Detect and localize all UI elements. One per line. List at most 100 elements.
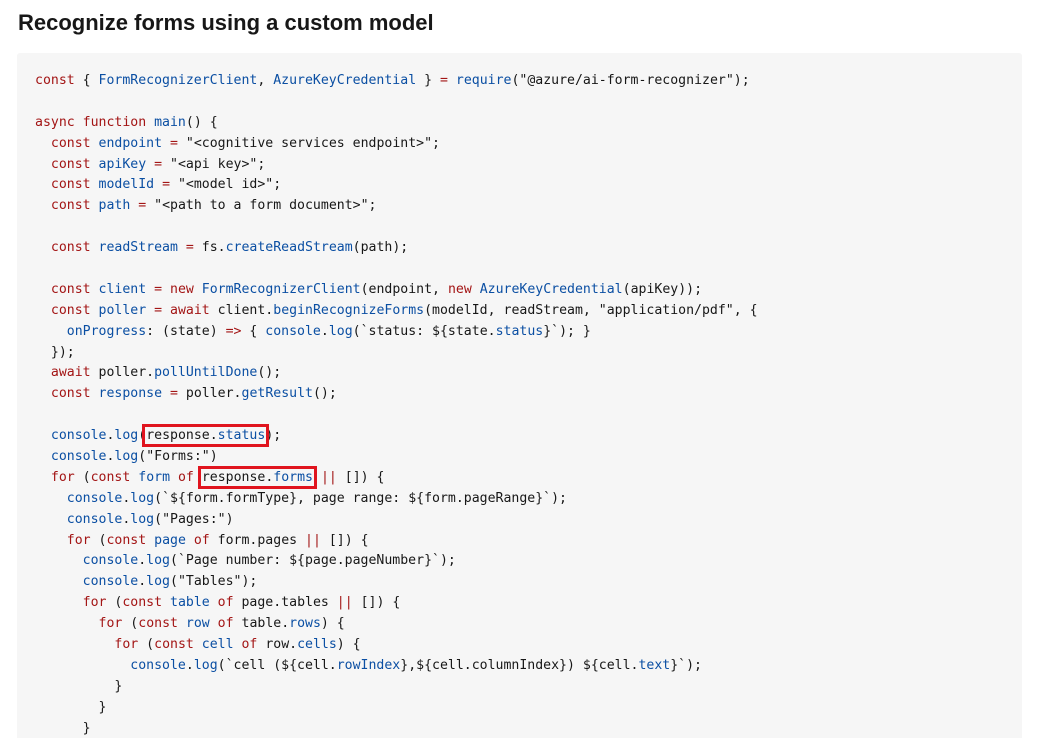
code-token: of (217, 616, 234, 632)
code-token: (); (312, 386, 337, 402)
code-token: } (35, 699, 107, 715)
code-line (35, 259, 758, 280)
code-token: status (495, 323, 544, 339)
code-token: console (66, 511, 123, 527)
code-token: poller. (98, 365, 155, 381)
code-token: = (170, 135, 178, 151)
code-token (162, 386, 170, 401)
code-token (162, 282, 170, 297)
code-token (35, 533, 67, 548)
code-token: const (50, 302, 99, 318)
code-token (162, 136, 170, 151)
code-token (154, 177, 162, 192)
code-token: path (98, 198, 131, 214)
code-token: fs. (193, 240, 226, 256)
code-token: ("Tables"); (170, 574, 258, 590)
code-token: ("Forms:") (138, 449, 218, 465)
code-token (35, 428, 51, 443)
code-token: { (82, 73, 99, 88)
code-token: rows (289, 616, 321, 632)
code-token: main (154, 114, 186, 130)
code-token (35, 637, 114, 652)
code-token: const (154, 637, 202, 653)
code-token (35, 324, 67, 339)
code-token: log (328, 323, 353, 339)
code-token: "<cognitive services endpoint>"; (177, 135, 440, 151)
code-line: console.log("Pages:") (35, 510, 758, 531)
code-token: log (114, 449, 139, 465)
code-token (178, 240, 186, 255)
code-line: const client = new FormRecognizerClient(… (35, 280, 758, 301)
code-token: for (66, 532, 99, 548)
code-token (35, 282, 51, 297)
code-block: const { FormRecognizerClient, AzureKeyCr… (17, 53, 1022, 738)
code-token: console (82, 553, 139, 569)
code-token: ) { (336, 637, 361, 653)
code-token (35, 365, 51, 380)
code-token: endpoint (98, 135, 163, 151)
code-token: client (98, 281, 147, 297)
code-token: (`Page number: ${page.pageNumber}`); (170, 553, 456, 569)
code-token: ("Pages:") (154, 511, 234, 527)
code-token: console (82, 574, 139, 590)
code-token: . (122, 490, 131, 506)
code-token: response. (201, 469, 274, 485)
code-token: FormRecognizerClient (98, 73, 258, 88)
code-token: await (50, 365, 99, 381)
code-token: console (265, 323, 321, 339)
code-line: for (const cell of row.cells) { (35, 635, 758, 656)
code-token: onProgress (66, 323, 147, 339)
code-token: . (122, 511, 131, 527)
code-token: : (state) (146, 323, 226, 339)
code-token: . (138, 553, 147, 569)
code-token (35, 198, 51, 213)
code-token: || (305, 532, 321, 548)
code-token (162, 303, 170, 318)
code-token: , (257, 73, 274, 88)
code-token (35, 470, 51, 485)
code-token: . (106, 428, 115, 444)
code-token: apiKey (98, 156, 147, 172)
code-token: []) { (352, 595, 401, 611)
code-line: for (const row of table.rows) { (35, 614, 758, 635)
code-token: await (170, 302, 218, 318)
code-token (35, 658, 130, 673)
code-token: ( (114, 595, 123, 611)
code-token: (modelId, readStream, "application/pdf",… (424, 302, 758, 318)
code-token: AzureKeyCredential (479, 281, 623, 297)
code-line: await poller.pollUntilDone(); (35, 363, 758, 384)
code-token: } (35, 720, 91, 736)
code-token: { (241, 323, 266, 339)
code-token: const (50, 156, 99, 172)
code-token (35, 553, 83, 568)
highlight-box: response.forms (197, 465, 317, 489)
code-token (35, 136, 51, 151)
code-token (35, 177, 51, 192)
code-token (35, 157, 51, 172)
code-token: getResult (241, 386, 313, 402)
code-token: cells (297, 637, 337, 653)
code-token (210, 616, 218, 631)
code-token: row. (257, 637, 298, 653)
code-token: response (98, 386, 163, 402)
code-line: onProgress: (state) => { console.log(`st… (35, 322, 758, 343)
code-token: ("@azure/ai-form-recognizer"); (511, 73, 750, 88)
code-token: require (455, 73, 512, 88)
code-token: . (185, 657, 194, 673)
code-token: (); (257, 365, 282, 381)
code-line: } (35, 677, 758, 698)
code-token: = (154, 302, 163, 318)
code-token (146, 157, 154, 172)
code-token (35, 491, 67, 506)
code-token: const (35, 73, 83, 88)
code-line: const readStream = fs.createReadStream(p… (35, 238, 758, 259)
code-token: "<api key>"; (162, 156, 266, 172)
code-token: = (185, 240, 194, 256)
code-token: const (106, 532, 155, 548)
code-line (35, 92, 758, 113)
code-token: "<path to a form document>"; (146, 198, 377, 214)
code-line: const endpoint = "<cognitive services en… (35, 134, 758, 155)
code-token: const (50, 198, 99, 214)
code-line: for (const form of response.forms || [])… (35, 465, 758, 489)
